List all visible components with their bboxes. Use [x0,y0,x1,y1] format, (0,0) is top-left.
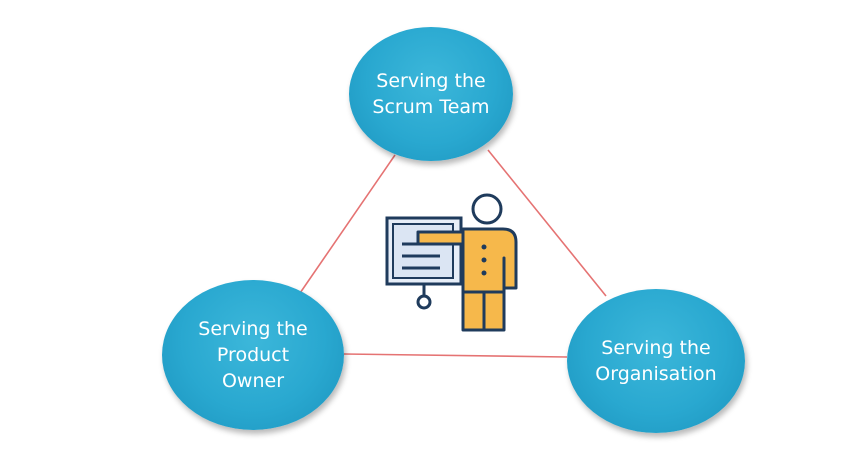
node-serving-product-owner-label: Serving the Product Owner [198,318,308,392]
node-serving-organisation: Serving the Organisation [567,289,745,433]
presenter-at-board-icon [385,193,518,332]
connector-left-right [343,353,568,358]
node-serving-scrum-team-label: Serving the Scrum Team [372,70,490,118]
connector-top-right [487,149,607,297]
person-body [461,227,518,332]
person-button-1 [481,244,487,250]
person-head [471,193,503,225]
node-serving-organisation-label: Serving the Organisation [595,337,717,385]
node-serving-product-owner: Serving the Product Owner [162,280,344,430]
connector-top-left [297,154,396,297]
person-arm [416,230,468,246]
node-serving-scrum-team: Serving the Scrum Team [349,27,513,161]
person-button-2 [481,257,487,263]
board-stand-foot [416,294,432,310]
person-button-3 [481,270,487,276]
